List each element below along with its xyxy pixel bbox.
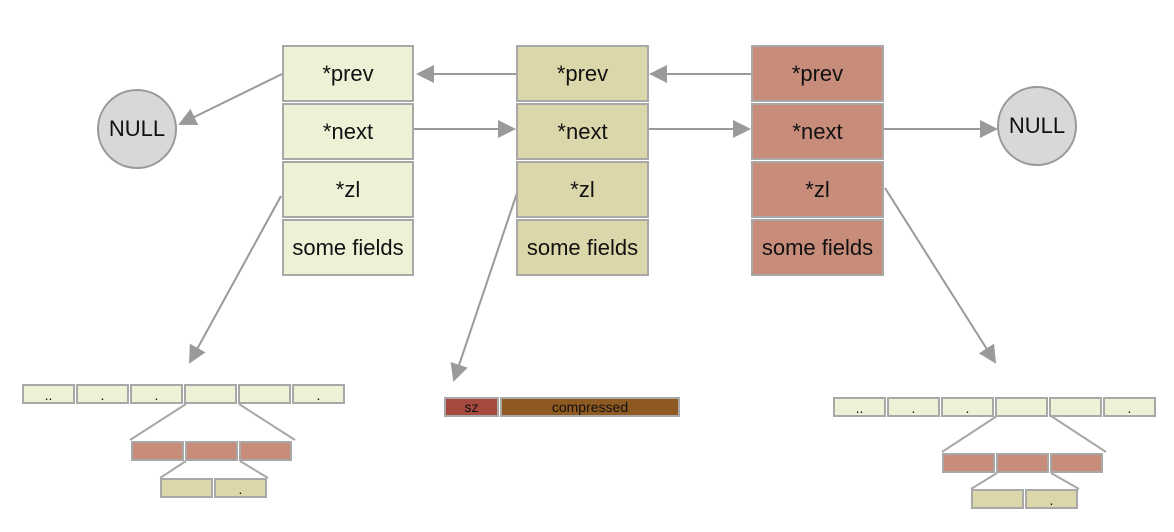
zl-field: *zl [751, 161, 884, 218]
zoom-line [941, 415, 998, 453]
ziplist-entry: . [887, 397, 940, 417]
some-fields: some fields [282, 219, 414, 276]
ziplist-entry [1049, 397, 1102, 417]
left-ziplist-level2 [131, 441, 293, 461]
ziplist-entry [184, 384, 237, 404]
zoom-line [238, 403, 296, 441]
ziplist-entry: . [130, 384, 183, 404]
right-ziplist-level2 [942, 453, 1104, 473]
ziplist-entry [239, 441, 292, 461]
ziplist-entry: . [941, 397, 994, 417]
ziplist-entry: . [292, 384, 345, 404]
left-ziplist-level3: . [160, 478, 268, 498]
zoom-line [129, 403, 187, 441]
ziplist-entry [185, 441, 238, 461]
quicklist-node-1: *prev *next *zl some fields [282, 45, 414, 277]
zl-arrow-middle [450, 189, 519, 382]
left-ziplist-level1: .. . . . [22, 384, 346, 404]
compressed-node-data: sz compressed [444, 397, 681, 417]
ziplist-entry [238, 384, 291, 404]
ziplist-entry: . [1025, 489, 1078, 509]
null-right: NULL [997, 86, 1077, 166]
zoom-line [239, 460, 269, 479]
ziplist-entry [971, 489, 1024, 509]
zoom-line [1050, 415, 1107, 453]
ziplist-entry: .. [833, 397, 886, 417]
prev-field: *prev [516, 45, 649, 102]
zoom-line [159, 460, 187, 479]
zl-field: *zl [516, 161, 649, 218]
zl-field: *zl [282, 161, 414, 218]
some-fields: some fields [751, 219, 884, 276]
ziplist-entry [942, 453, 995, 473]
ziplist-entry: . [1103, 397, 1156, 417]
zoom-line [1050, 472, 1080, 490]
ziplist-entry: . [214, 478, 267, 498]
quicklist-node-2: *prev *next *zl some fields [516, 45, 649, 277]
some-fields: some fields [516, 219, 649, 276]
ziplist-entry [1050, 453, 1103, 473]
ziplist-entry: .. [22, 384, 75, 404]
prev-arrow-1-to-null [178, 73, 283, 126]
null-left: NULL [97, 89, 177, 169]
next-field: *next [516, 103, 649, 160]
next-field: *next [282, 103, 414, 160]
prev-field: *prev [282, 45, 414, 102]
quicklist-node-3: *prev *next *zl some fields [751, 45, 884, 277]
right-ziplist-level1: .. . . . [833, 397, 1157, 417]
ziplist-entry [131, 441, 184, 461]
compressed-cell: compressed [500, 397, 680, 417]
ziplist-entry [160, 478, 213, 498]
zl-arrow-right [884, 187, 997, 364]
sz-cell: sz [444, 397, 499, 417]
zl-arrow-left [189, 195, 282, 364]
next-field: *next [751, 103, 884, 160]
ziplist-entry [995, 397, 1048, 417]
zoom-line [970, 472, 998, 490]
ziplist-entry: . [76, 384, 129, 404]
ziplist-entry [996, 453, 1049, 473]
right-ziplist-level3: . [971, 489, 1079, 509]
prev-field: *prev [751, 45, 884, 102]
